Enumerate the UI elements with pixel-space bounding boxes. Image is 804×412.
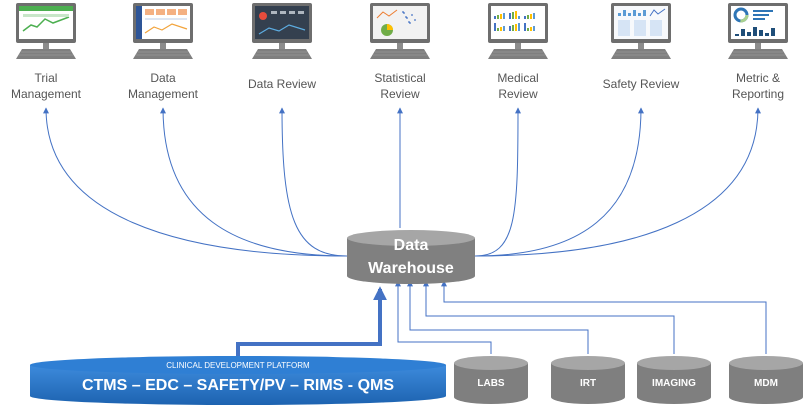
monitor-label-line: Metric & bbox=[736, 71, 780, 85]
monitor-screen bbox=[19, 6, 73, 39]
monitor-stand bbox=[43, 43, 49, 49]
clinical-development-platform: CLINICAL DEVELOPMENT PLATFORM CTMS – EDC… bbox=[30, 356, 446, 405]
monitor-screen bbox=[255, 6, 309, 39]
monitor-stand bbox=[160, 43, 166, 49]
data-warehouse-cylinder: Data Warehouse bbox=[347, 230, 475, 284]
arrow-to-monitor-2 bbox=[160, 107, 348, 257]
monitor-stand bbox=[755, 43, 761, 49]
monitor-label-line: Data bbox=[150, 71, 176, 85]
monitor-keyboard bbox=[488, 49, 548, 59]
monitor-stand bbox=[638, 43, 644, 49]
monitor-label-line: Data Review bbox=[248, 77, 316, 91]
monitor-keyboard bbox=[16, 49, 76, 59]
monitor-stand bbox=[279, 43, 285, 49]
source-cylinder-irt: IRT bbox=[551, 356, 625, 404]
source-cylinder-labs: LABS bbox=[454, 356, 528, 404]
platform-systems: CTMS – EDC – SAFETY/PV – RIMS - QMS bbox=[82, 377, 394, 394]
source-label: IMAGING bbox=[652, 378, 696, 389]
monitor-7: Metric & Reporting bbox=[728, 3, 788, 101]
source-label: IRT bbox=[580, 378, 596, 389]
monitor-keyboard bbox=[728, 49, 788, 59]
warehouse-label-line-1: Data bbox=[394, 237, 429, 254]
monitor-label-line: Safety Review bbox=[603, 77, 680, 91]
monitor-keyboard bbox=[611, 49, 671, 59]
monitor-screen bbox=[614, 6, 668, 39]
monitor-label-line: Management bbox=[128, 87, 199, 101]
monitor-label-line: Review bbox=[380, 87, 420, 101]
platform-connector bbox=[236, 286, 387, 360]
monitor-screen bbox=[136, 6, 190, 39]
arrow-to-monitor-6 bbox=[474, 107, 644, 257]
monitor-3: Data Review bbox=[248, 3, 316, 91]
platform-title: CLINICAL DEVELOPMENT PLATFORM bbox=[166, 361, 310, 370]
monitor-label-line: Statistical bbox=[374, 71, 425, 85]
monitor-stand bbox=[515, 43, 521, 49]
monitor-screen bbox=[731, 6, 785, 39]
monitor-label-line: Medical bbox=[497, 71, 538, 85]
arrow-to-monitor-5 bbox=[474, 107, 521, 257]
mdm-connector bbox=[441, 280, 767, 354]
monitor-label-line: Review bbox=[498, 87, 538, 101]
monitor-keyboard bbox=[133, 49, 193, 59]
arrow-to-monitor-1 bbox=[43, 107, 348, 257]
source-connectors bbox=[395, 280, 767, 354]
monitor-label-line: Reporting bbox=[732, 87, 784, 101]
monitor-label-line: Management bbox=[11, 87, 82, 101]
monitor-screen bbox=[373, 6, 427, 39]
monitor-stand bbox=[397, 43, 403, 49]
monitor-6: Safety Review bbox=[603, 3, 680, 91]
warehouse-to-app-arrows bbox=[43, 107, 761, 257]
irt-connector bbox=[407, 280, 589, 354]
arrow-to-monitor-7 bbox=[474, 107, 761, 257]
warehouse-label-line-2: Warehouse bbox=[368, 260, 454, 277]
monitor-keyboard bbox=[252, 49, 312, 59]
source-cylinder-mdm: MDM bbox=[729, 356, 803, 404]
monitor-keyboard bbox=[370, 49, 430, 59]
source-label: MDM bbox=[754, 378, 778, 389]
arrow-to-monitor-3 bbox=[279, 107, 348, 257]
monitor-label-line: Trial bbox=[35, 71, 58, 85]
source-cylinder-imaging: IMAGING bbox=[637, 356, 711, 404]
labs-connector bbox=[395, 280, 492, 354]
source-label: LABS bbox=[477, 378, 505, 389]
imaging-connector bbox=[423, 280, 675, 354]
monitor-screen bbox=[491, 6, 545, 39]
